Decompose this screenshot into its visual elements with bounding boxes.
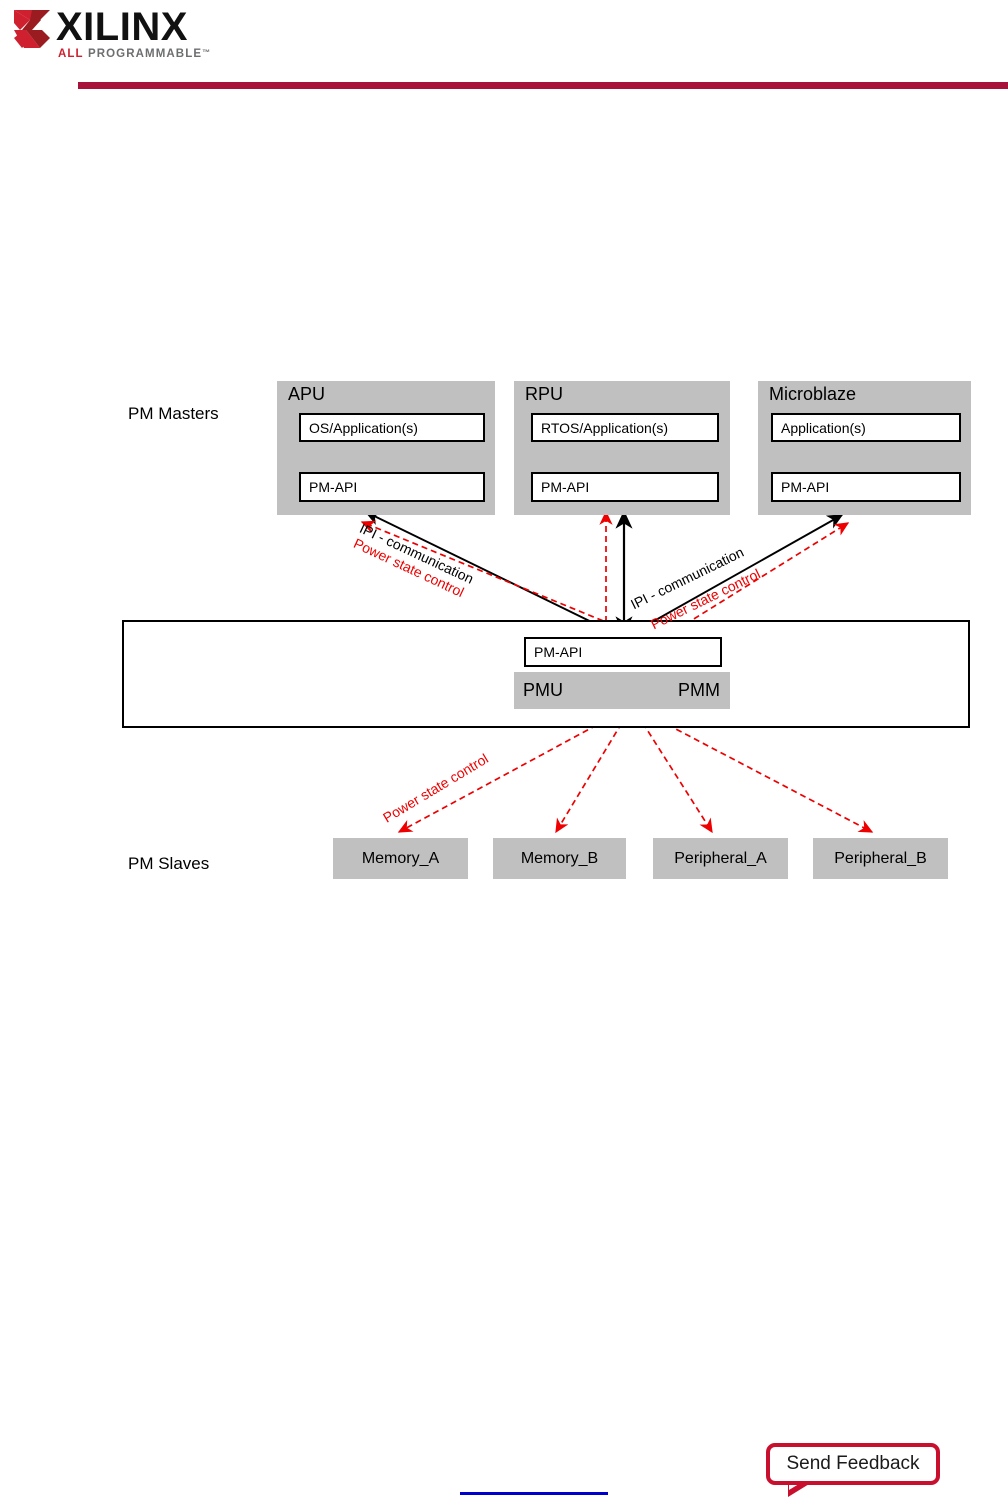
edge-label-power-slaves: Power state control — [380, 750, 491, 826]
master-group-apu: APU OS/Application(s) PM-API — [277, 381, 495, 515]
footer-hyperlink-underline[interactable] — [460, 1492, 608, 1495]
tagline-programmable: PROGRAMMABLE — [87, 48, 203, 60]
slave-box-peripheral-b: Peripheral_B — [813, 838, 948, 879]
master-group-microblaze: Microblaze Application(s) PM-API — [758, 381, 971, 515]
tagline-tm: ™ — [202, 48, 212, 57]
tagline-all: ALL — [58, 48, 84, 60]
rpu-pm-api-box: PM-API — [531, 472, 719, 502]
apu-pm-api-box: PM-API — [299, 472, 485, 502]
microblaze-pm-api-label: PM-API — [781, 479, 830, 495]
microblaze-application-label: Application(s) — [781, 419, 866, 436]
row-label-pm-slaves: PM Slaves — [128, 854, 210, 873]
xilinx-logo-mark — [14, 10, 50, 48]
xilinx-tagline: ALL PROGRAMMABLE™ — [58, 48, 211, 60]
rpu-pm-api-label: PM-API — [541, 479, 590, 495]
apu-application-box: OS/Application(s) — [299, 413, 485, 442]
pmu-label: PMU — [523, 680, 563, 700]
controller-pm-api-label: PM-API — [534, 644, 583, 660]
microblaze-application-box: Application(s) — [771, 413, 961, 442]
group-title-apu: APU — [288, 384, 326, 404]
microblaze-pm-api-box: PM-API — [771, 472, 961, 502]
slave-label-memory-b: Memory_B — [520, 849, 599, 867]
pmm-label: PMM — [678, 680, 720, 700]
xilinx-wordmark: XILINX — [56, 5, 188, 49]
slave-label-peripheral-a: Peripheral_A — [674, 849, 767, 867]
apu-pm-api-label: PM-API — [309, 479, 358, 495]
slave-label-peripheral-b: Peripheral_B — [834, 849, 927, 867]
group-title-microblaze: Microblaze — [769, 384, 857, 404]
slave-box-memory-a: Memory_A — [333, 838, 468, 879]
header-divider-rule — [78, 82, 1008, 89]
row-label-pm-masters: PM Masters — [128, 404, 219, 423]
master-group-rpu: RPU RTOS/Application(s) PM-API — [514, 381, 730, 515]
send-feedback-bubble[interactable]: Send Feedback — [766, 1443, 940, 1485]
slave-box-memory-b: Memory_B — [493, 838, 626, 879]
rpu-application-label: RTOS/Application(s) — [541, 419, 669, 436]
slave-label-memory-a: Memory_A — [361, 849, 440, 867]
controller-pm-api-box: PM-API — [524, 637, 722, 667]
slave-box-peripheral-a: Peripheral_A — [653, 838, 788, 879]
apu-application-label: OS/Application(s) — [309, 419, 418, 436]
send-feedback-button[interactable]: Send Feedback — [766, 1443, 940, 1497]
send-feedback-label: Send Feedback — [786, 1453, 920, 1474]
group-title-rpu: RPU — [525, 384, 564, 404]
pmu-pmm-bar: PMU PMM — [514, 672, 730, 709]
rpu-application-box: RTOS/Application(s) — [531, 413, 719, 442]
xilinx-logo: XILINX ALL PROGRAMMABLE™ — [12, 5, 212, 64]
